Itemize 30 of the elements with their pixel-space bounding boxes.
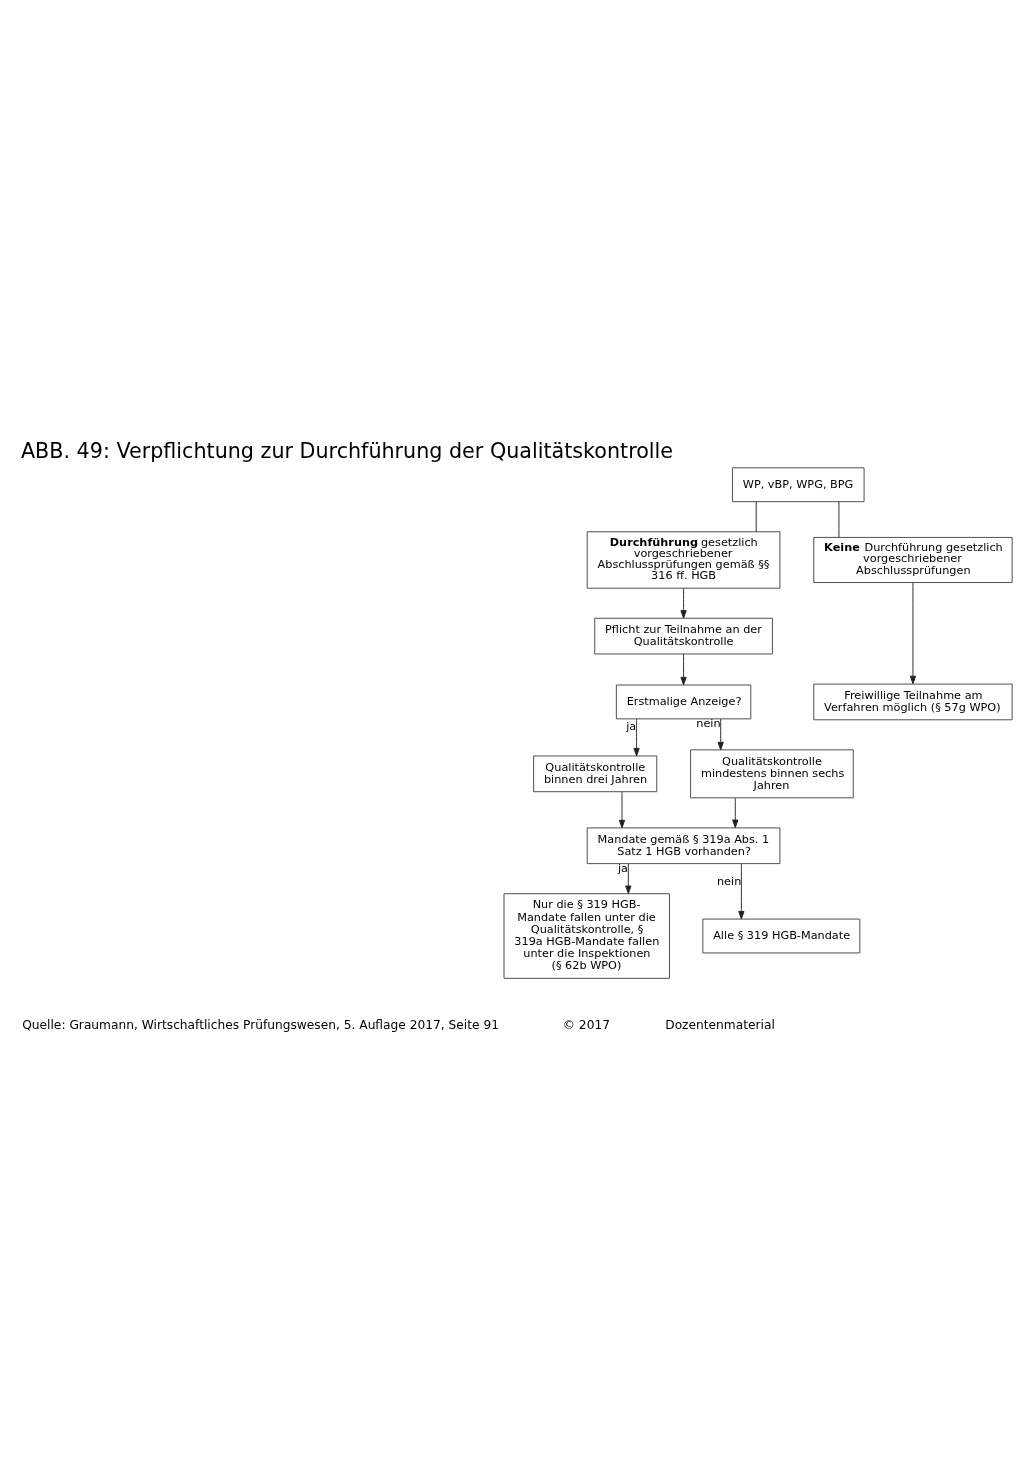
arrow [680, 653, 687, 685]
node-box: Qualitätskontrolle binnen drei Jahren [533, 755, 658, 792]
edge-label: nein [716, 874, 742, 888]
node-box: Nur die § 319 HGB-Mandate fallen unter die Qualitätskontrolle, § 319a HGB-Mandate fallen unter die Inspektionen (§ 62b WPO) [503, 892, 670, 979]
arrow [618, 791, 626, 828]
node-box: Alle § 319 HGB-Mandate [702, 918, 861, 953]
label: Dozentenmaterial [665, 1017, 775, 1032]
edge-label: nein [696, 716, 721, 730]
arrow [909, 581, 917, 684]
node-box: Mandate gemäß § 319a Abs. 1 Satz 1 HGB vorhanden? [586, 826, 781, 864]
arrow [625, 863, 632, 894]
label: Quelle: Graumann, Wirtschaftliches Prüfungswesen, 5. Auflage 2017, Seite 91 [22, 1017, 500, 1032]
arrow [738, 863, 745, 919]
node-box: Freiwillige Teilnahme am Verfahren möglich (§ 57g WPO) [813, 683, 1013, 720]
edge-label: ja [626, 719, 637, 733]
connector [838, 500, 840, 538]
arrow [680, 587, 687, 619]
node-box: WP, vBP, WPG, BPG [732, 466, 865, 502]
arrow [633, 718, 640, 756]
node-box: Keine Durchführung gesetzlich vorgeschriebener Abschlussprüfungen [813, 536, 1013, 583]
arrow [732, 797, 739, 828]
connector [755, 500, 757, 532]
node-box: Pflicht zur Teilnahme an der Qualitätskontrolle [594, 617, 773, 654]
arrow [717, 718, 724, 750]
node-box: Qualitätskontrolle mindestens binnen sechs Jahren [690, 748, 854, 798]
node-box: Erstmalige Anzeige? [615, 684, 752, 719]
diagram-title: ABB. 49: Verpflichtung zur Durchführung der Qualitätskontrolle [20, 438, 674, 463]
edge-label: ja [618, 861, 629, 875]
node-box: Durchführung gesetzlich vorgeschriebener Abschlussprüfungen gemäß §§ 316 ff. HGB [586, 530, 781, 589]
label: © 2017 [562, 1017, 610, 1032]
